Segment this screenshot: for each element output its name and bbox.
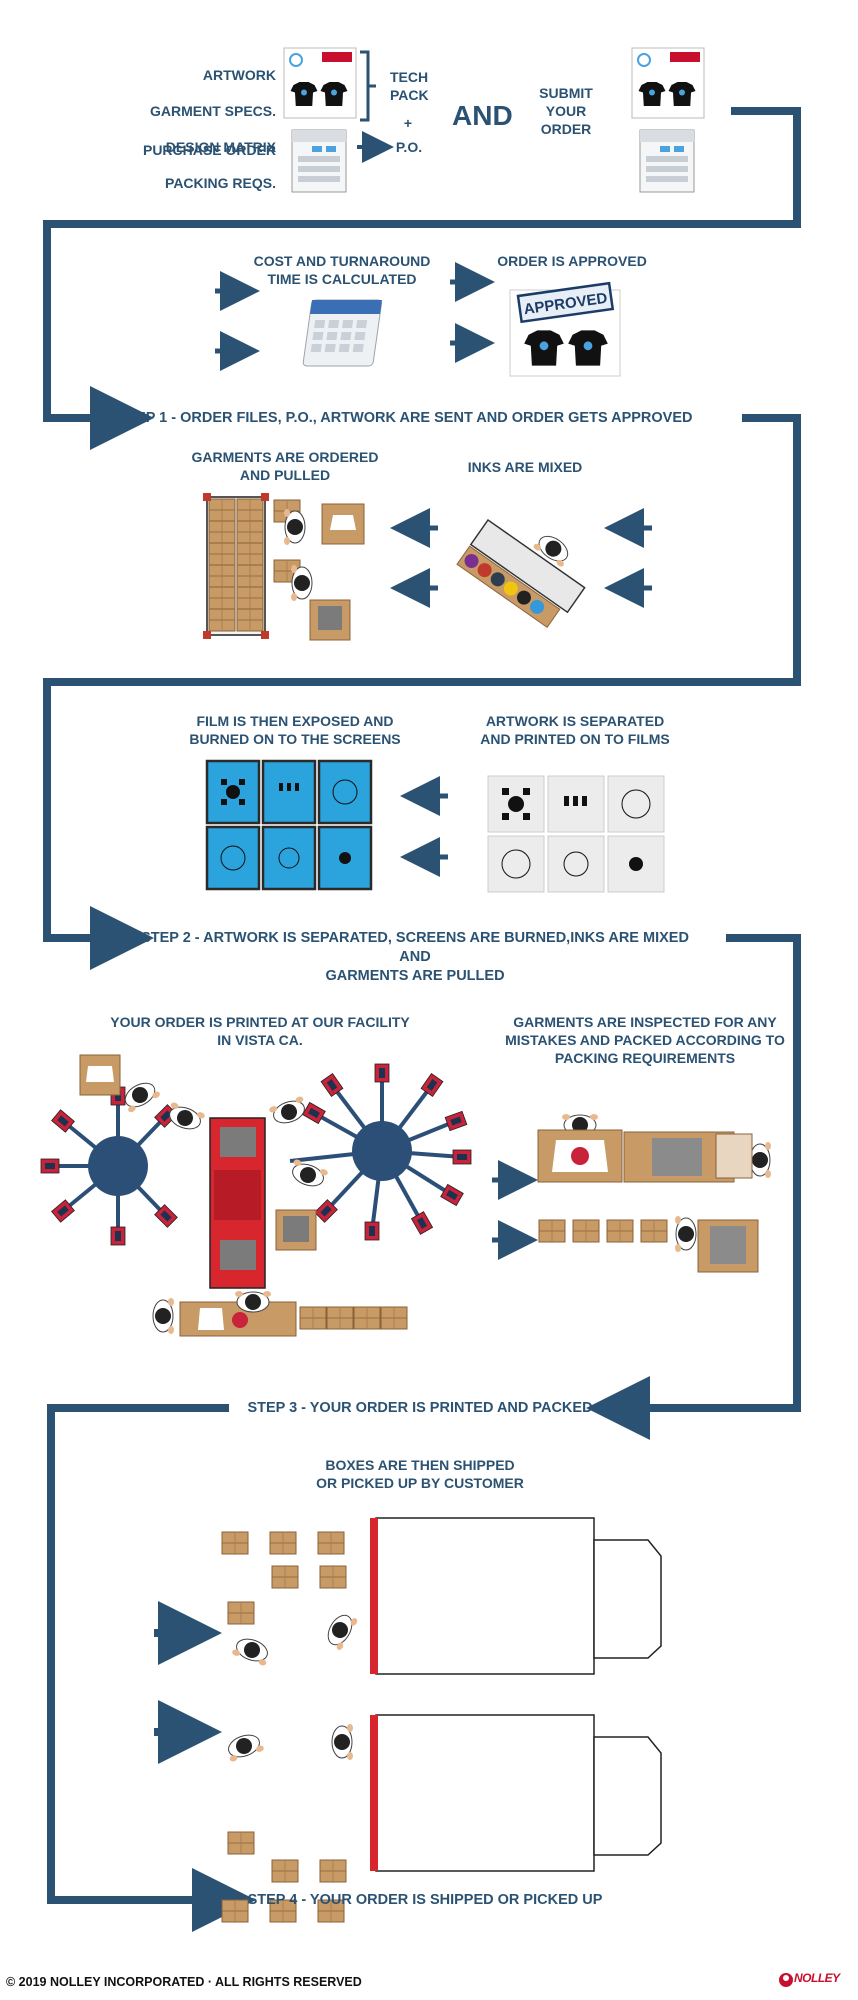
intro-po-label: P.O. — [395, 139, 423, 155]
truck-top — [370, 1517, 662, 1675]
tech-pack-document — [283, 47, 357, 119]
artwork-separated-label: ARTWORK IS SEPARATED AND PRINTED ON TO F… — [480, 713, 670, 747]
submitted-tech-pack — [631, 47, 705, 119]
intro-item-garment-specs: GARMENT SPECS. — [149, 103, 276, 119]
stage1-arrows — [215, 262, 495, 371]
dryer-conveyor — [209, 1117, 317, 1289]
brace — [360, 50, 376, 122]
garment-pullers — [273, 499, 365, 641]
intro-purchase-order-label: PURCHASE ORDER — [142, 142, 276, 158]
burned-screens — [205, 759, 373, 891]
brand-name: NOLLEY — [794, 1971, 840, 1985]
nolley-logo: NOLLEY — [778, 1969, 848, 1991]
connector-step2-to-step3 — [586, 934, 801, 1440]
intro-artwork-list: ARTWORK GARMENT SPECS. DESIGN MATRIX PAC… — [116, 48, 276, 210]
step4-title: STEP 4 - YOUR ORDER IS SHIPPED OR PICKED… — [247, 1892, 603, 1908]
copyright-footer: © 2019 NOLLEY INCORPORATED · ALL RIGHTS … — [6, 1975, 362, 1989]
separated-films — [487, 775, 665, 893]
cost-turnaround-label: COST AND TURNAROUND TIME IS CALCULATED — [253, 253, 431, 287]
connector-step1-to-step2 — [43, 414, 801, 970]
folding-table — [152, 1290, 408, 1337]
intro-item-artwork: ARTWORK — [202, 67, 276, 83]
loading-boxes — [221, 1531, 347, 1923]
approved-order-document: APPROVED — [509, 281, 621, 377]
press-operators — [79, 1054, 330, 1192]
step3-title: STEP 3 - YOUR ORDER IS PRINTED AND PACKE… — [247, 1400, 593, 1416]
connector-step3-to-step4 — [47, 1404, 256, 1932]
film-exposed-label: FILM IS THEN EXPOSED AND BURNED ON TO TH… — [189, 713, 401, 747]
loading-workers — [223, 1608, 360, 1763]
order-printed-label: YOUR ORDER IS PRINTED AT OUR FACILITY IN… — [110, 1014, 410, 1048]
purchase-order-document — [291, 129, 347, 193]
truck-bottom — [370, 1714, 662, 1872]
boxes-shipped-label: BOXES ARE THEN SHIPPED OR PICKED UP BY C… — [316, 1457, 524, 1491]
garments-inspected-label: GARMENTS ARE INSPECTED FOR ANY MISTAKES … — [505, 1014, 785, 1066]
intro-tech-pack-label: TECH PACK — [390, 69, 429, 103]
printing-press-left — [40, 1086, 178, 1246]
stage3-arrows — [492, 1160, 538, 1260]
stage2b-arrows — [400, 776, 448, 877]
garment-shelf — [203, 493, 269, 639]
step1-title: STEP 1 - ORDER FILES, P.O., ARTWORK ARE … — [117, 410, 693, 426]
connector-intro-to-step1 — [43, 107, 801, 450]
inspection-station — [537, 1113, 772, 1273]
garments-ordered-label: GARMENTS ARE ORDERED AND PULLED — [191, 449, 379, 483]
intro-plus-sign: + — [403, 115, 413, 131]
printing-press-right — [289, 1063, 472, 1241]
step2-title: STEP 2 - ARTWORK IS SEPARATED, SCREENS A… — [141, 930, 689, 984]
order-approved-label: ORDER IS APPROVED — [497, 253, 647, 269]
submitted-purchase-order — [639, 129, 695, 193]
ink-mixing-station — [456, 518, 586, 629]
stage2-arrows — [390, 508, 652, 608]
calendar-icon — [302, 299, 382, 367]
stage4-arrows — [154, 1601, 222, 1764]
intro-submit-label: SUBMIT YOUR ORDER — [539, 85, 593, 137]
intro-and-label: AND — [452, 100, 513, 131]
intro-item-packing-reqs: PACKING REQS. — [165, 175, 276, 191]
inks-mixed-label: INKS ARE MIXED — [467, 459, 583, 475]
intro-item-design-matrix: DESIGN MATRIX — [165, 139, 276, 155]
flow-path — [43, 107, 801, 1932]
